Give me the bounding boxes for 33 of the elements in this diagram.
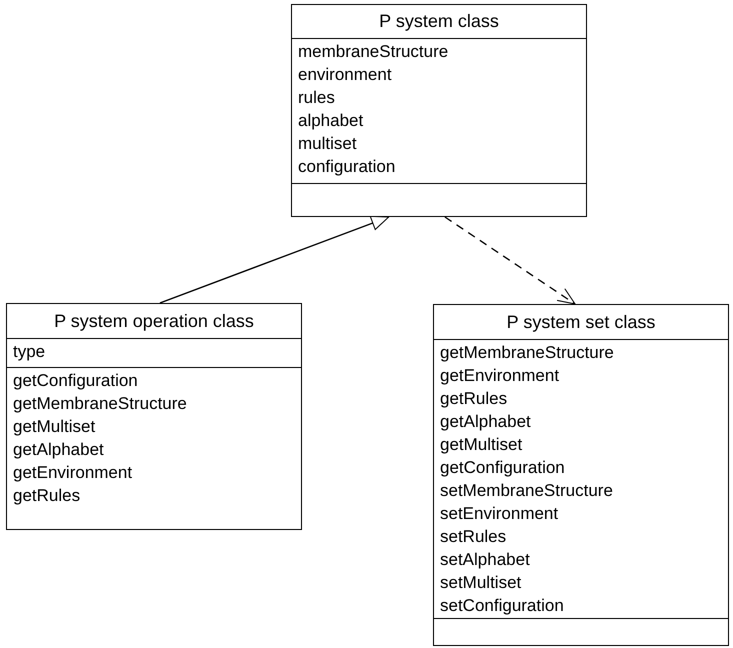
attribute-text: multiset [298, 133, 357, 155]
attribute-text: getAlphabet [440, 411, 531, 433]
method-text: getEnvironment [13, 462, 132, 484]
method-text: getMembraneStructure [13, 393, 187, 415]
method-text: getAlphabet [13, 439, 104, 461]
method-text: getConfiguration [13, 370, 138, 392]
attribute-text: setMultiset [440, 572, 522, 594]
class-box [291, 4, 587, 217]
attribute-text: rules [298, 87, 335, 109]
attribute-text: setEnvironment [440, 503, 558, 525]
attribute-text: getEnvironment [440, 365, 560, 387]
method-text: getRules [13, 485, 80, 507]
attribute-text: alphabet [298, 110, 364, 132]
attribute-text: setRules [440, 526, 506, 548]
attribute-text: getConfiguration [440, 457, 565, 479]
class-name: P system class [379, 10, 499, 33]
method-text: getMultiset [13, 416, 96, 438]
attribute-text: configuration [298, 156, 396, 178]
attribute-text: setMembraneStructure [440, 480, 613, 502]
attribute-text: setConfiguration [440, 595, 564, 617]
class-box [6, 303, 302, 530]
class-name: P system set class [506, 310, 656, 334]
attribute-text: getRules [440, 388, 508, 410]
inheritance-arrow [160, 216, 390, 304]
attribute-text: membraneStructure [298, 41, 448, 63]
attribute-text: getMultiset [440, 434, 522, 456]
attribute-text: getMembraneStructure [440, 342, 614, 364]
class-box [433, 304, 729, 646]
class-name: P system operation class [54, 310, 254, 333]
attribute-text: type [13, 341, 46, 363]
attribute-text: environment [298, 64, 392, 86]
attribute-text: setAlphabet [440, 549, 530, 571]
dependency-arrow [444, 216, 576, 305]
